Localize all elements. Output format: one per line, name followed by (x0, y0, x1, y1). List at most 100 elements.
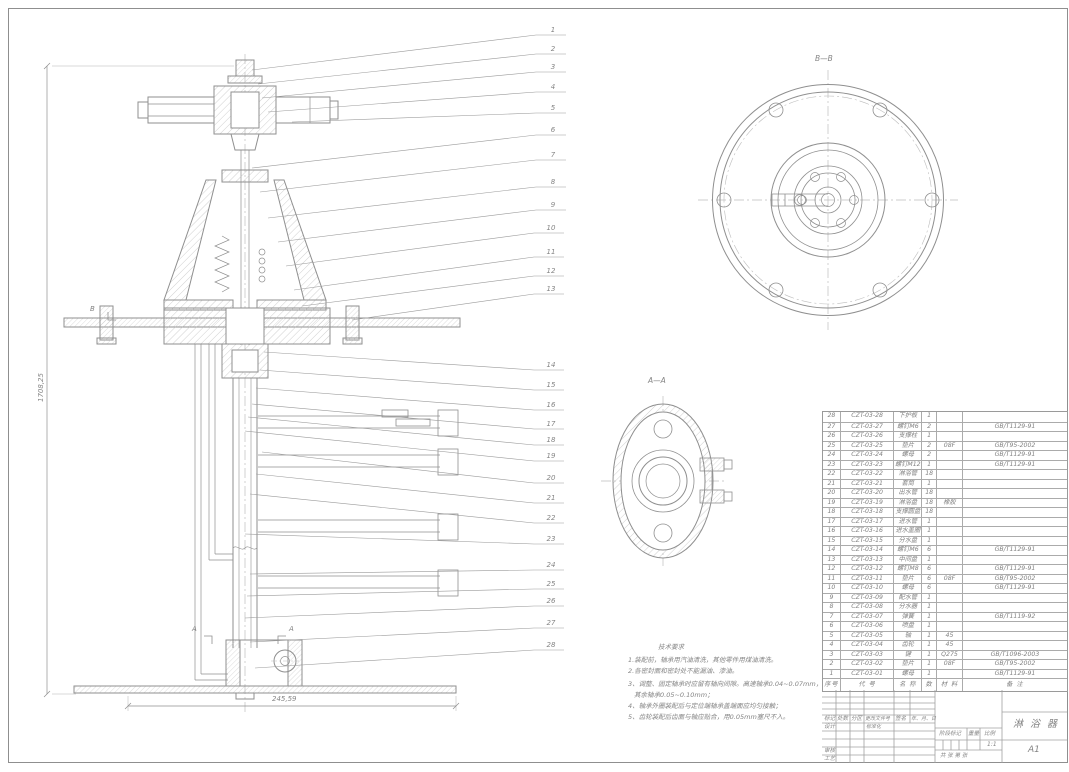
bom-cell: 螺母 (893, 669, 921, 678)
bom-cell: CZT-03-12 (839, 565, 894, 574)
bom-cell (961, 470, 1067, 479)
main-section-view (43, 54, 461, 712)
bom-cell: CZT-03-26 (839, 432, 894, 441)
bom-cell: 喷盘 (893, 622, 921, 631)
callout-number: 8 (550, 178, 556, 186)
handle-neck (230, 133, 260, 151)
bom-cell: CZT-03-20 (839, 489, 894, 498)
bom-cell: 10 (827, 584, 836, 591)
bom-cell: CZT-03-24 (839, 451, 894, 460)
bom-cell: GB/T1129-91 (961, 451, 1067, 460)
bom-cell: CZT-03-23 (839, 460, 894, 469)
sheet-frame (8, 8, 1068, 763)
bom-cell: 螺钉M8 (893, 565, 921, 574)
tech-note-line: 3、调整、固定轴承时应留有轴向间隙。高速轴承0.04~0.07mm， (628, 680, 823, 688)
bom-cell (936, 527, 962, 536)
bom-cell: 1 (921, 412, 936, 422)
central-column (221, 343, 269, 648)
bom-cell: 1 (921, 479, 936, 488)
bom-cell: 21 (827, 479, 836, 487)
bom-header-cell: 序号 (824, 681, 839, 688)
bom-cell: GB/T1129-91 (961, 565, 1067, 574)
handle-shaft (137, 85, 339, 135)
bom-cell: 2 (829, 660, 834, 667)
section-marker-b: B (90, 305, 95, 313)
bom-cell (936, 412, 962, 422)
callout-number: 3 (550, 63, 556, 71)
tech-note-line: 其余轴承0.05~0.10mm； (634, 691, 714, 699)
bom-cell: 11 (827, 574, 836, 582)
bom-header-cell: 材 料 (936, 679, 962, 691)
bom-cell (936, 451, 962, 460)
cone-housing (163, 169, 327, 311)
bom-cell: CZT-03-13 (839, 555, 894, 564)
bom-cell (936, 422, 962, 431)
bom-cell: 6 (921, 574, 936, 583)
section-marks (107, 312, 286, 644)
callout-number: 9 (550, 201, 556, 209)
bom-cell: CZT-03-21 (839, 479, 894, 488)
callout-number: 12 (546, 267, 556, 275)
bom-cell (936, 460, 962, 469)
bom-cell: 14 (827, 546, 836, 553)
bom-cell: CZT-03-16 (839, 527, 894, 536)
bottom-bearing (225, 639, 303, 687)
tech-note-line: 2.各密封面和密封处不能漏油、渗油。 (628, 667, 739, 675)
bom-cell: GB/T1129-91 (961, 546, 1067, 555)
bom-cell: 垫片 (893, 574, 921, 583)
bom-cell: 24 (827, 451, 836, 458)
bom-cell: 橡胶 (936, 498, 962, 507)
bom-cell: 分水器 (893, 603, 921, 612)
bom-cell: GB/T1119-92 (961, 612, 1067, 621)
bom-cell: CZT-03-11 (839, 574, 894, 583)
bom-cell: 17 (827, 517, 836, 525)
revision-header: 签名 (895, 715, 907, 722)
bom-cell: 08F (936, 441, 962, 450)
bom-cell (961, 555, 1067, 564)
bom-cell: GB/T95-2002 (961, 441, 1067, 450)
bom-cell: 1 (921, 631, 936, 640)
bom-cell: 28 (827, 412, 836, 419)
bom-cell: 6 (921, 565, 936, 574)
bom-cell: 22 (827, 470, 836, 477)
bom-cell (936, 603, 962, 612)
audit-label: 审核 (824, 747, 836, 754)
bom-cell: 出水管 (893, 489, 921, 498)
bom-cell: CZT-03-10 (839, 584, 894, 593)
callout-number: 1 (550, 26, 556, 34)
bom-cell: 08F (936, 574, 962, 583)
bom-cell (936, 669, 962, 678)
bom-cell: 45 (936, 641, 962, 650)
bom-cell: 1 (921, 527, 936, 536)
bom-cell: CZT-03-01 (839, 669, 894, 678)
flange-bolt-right (345, 305, 360, 341)
bom-cell: 垫片 (893, 441, 921, 450)
bom-cell: 25 (827, 441, 836, 449)
dim-height: 1708,25 (37, 373, 45, 402)
bom-cell: 18 (921, 498, 936, 507)
callout-leaders (244, 34, 566, 669)
callout-number: 11 (546, 248, 556, 256)
standard-label: 标准化 (866, 724, 882, 730)
bom-cell: 2 (921, 422, 936, 431)
callout-number: 14 (546, 361, 556, 369)
bom-cell: GB/T95-2002 (961, 574, 1067, 583)
bom-cell: Q275 (936, 650, 962, 659)
bom-cell: CZT-03-09 (839, 593, 894, 602)
callout-number: 5 (550, 104, 556, 112)
bom-cell: 2 (921, 441, 936, 450)
bom-cell: CZT-03-05 (839, 631, 894, 640)
bom-cell (936, 565, 962, 574)
bom-cell: 1 (921, 612, 936, 621)
tech-note-line: 4、轴承外圈装配后与定位端轴承盖端面应均匀接触； (628, 702, 782, 710)
weight-label: 重量 (968, 730, 980, 737)
callout-number: 27 (546, 619, 556, 627)
